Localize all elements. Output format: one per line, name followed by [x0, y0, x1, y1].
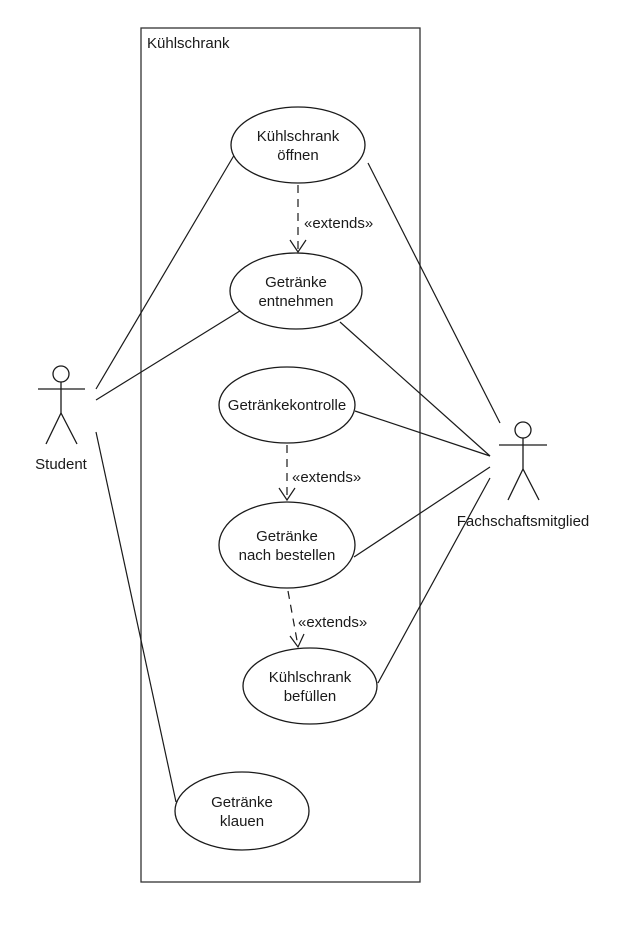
use-case-label-line2: entnehmen [258, 293, 333, 310]
use-case-entnehmen[interactable]: Getränke entnehmen [229, 252, 363, 330]
association-student-oeffnen [95, 151, 237, 390]
use-case-label-line1: Getränke [211, 794, 273, 811]
system-boundary: Kühlschrank [140, 27, 421, 883]
association-student-entnehmen [95, 308, 244, 401]
use-case-kontrolle[interactable]: Getränkekontrolle [218, 366, 356, 444]
dependency-bestellen-befuellen: «extends» [287, 590, 367, 649]
use-case-befuellen[interactable]: Kühlschrank befüllen [242, 647, 378, 725]
dependency-oeffnen-entnehmen: «extends» [289, 185, 373, 254]
use-case-ellipse [218, 501, 356, 589]
arrow-head-icon [278, 487, 296, 502]
system-boundary-box [140, 27, 421, 883]
stick-figure-icon [38, 365, 85, 445]
use-case-label-line1: Kühlschrank [257, 128, 340, 145]
arrow-head-icon [289, 239, 307, 254]
dependency-kontrolle-bestellen: «extends» [278, 445, 361, 502]
use-case-ellipse [230, 106, 366, 184]
use-case-ellipse [242, 647, 378, 725]
association-fachschaft-kontrolle [354, 410, 491, 457]
association-fachschaft-entnehmen [339, 321, 491, 457]
use-case-label-line2: befüllen [284, 688, 337, 705]
actor-fachschaftsmitglied[interactable]: Fachschaftsmitglied [457, 421, 590, 530]
use-case-label-line2: nach bestellen [239, 547, 336, 564]
use-case-label-line2: öffnen [277, 147, 318, 164]
system-name: Kühlschrank [147, 35, 230, 52]
use-case-label-line1: Getränkekontrolle [228, 397, 346, 414]
use-case-bestellen[interactable]: Getränke nach bestellen [218, 501, 356, 589]
dependency-label: «extends» [298, 614, 367, 631]
arrow-head-icon [289, 633, 305, 649]
use-case-label-line1: Getränke [256, 528, 318, 545]
dependency-label: «extends» [292, 469, 361, 486]
association-fachschaft-oeffnen [367, 162, 501, 424]
association-fachschaft-bestellen [353, 466, 491, 558]
use-case-label-line2: klauen [220, 813, 264, 830]
association-student-klauen [95, 431, 177, 803]
dependencies: «extends» «extends» «extends» [278, 185, 373, 649]
use-case-label-line1: Kühlschrank [269, 669, 352, 686]
actor-name: Fachschaftsmitglied [457, 513, 590, 530]
use-case-ellipse [218, 366, 356, 444]
use-case-ellipse [174, 771, 310, 851]
actor-student[interactable]: Student [35, 365, 88, 473]
associations [95, 151, 501, 803]
use-case-ellipse [229, 252, 363, 330]
stick-figure-icon [499, 421, 547, 501]
dependency-line [287, 590, 299, 647]
use-case-oeffnen[interactable]: Kühlschrank öffnen [230, 106, 366, 184]
dependency-label: «extends» [304, 215, 373, 232]
association-fachschaft-befuellen [377, 477, 491, 684]
use-case-klauen[interactable]: Getränke klauen [174, 771, 310, 851]
actor-name: Student [35, 456, 88, 473]
use-case-label-line1: Getränke [265, 274, 327, 291]
